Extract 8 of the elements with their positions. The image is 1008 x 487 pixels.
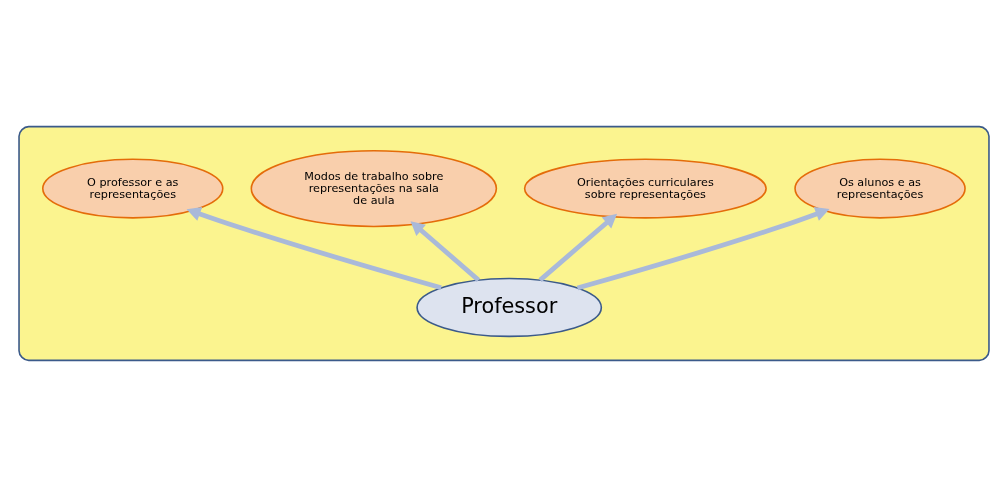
- node-ellipse: Professor: [416, 277, 603, 338]
- arrow: [186, 207, 442, 291]
- arrow: [410, 221, 481, 282]
- cluster: [18, 125, 990, 362]
- arrow: [576, 207, 830, 291]
- node-ellipse: Orientações curriculares sobre representações: [523, 158, 767, 219]
- arrow: [538, 213, 618, 282]
- node-ellipse: Modos de trabalho sobre representações na sala de aula: [250, 149, 498, 228]
